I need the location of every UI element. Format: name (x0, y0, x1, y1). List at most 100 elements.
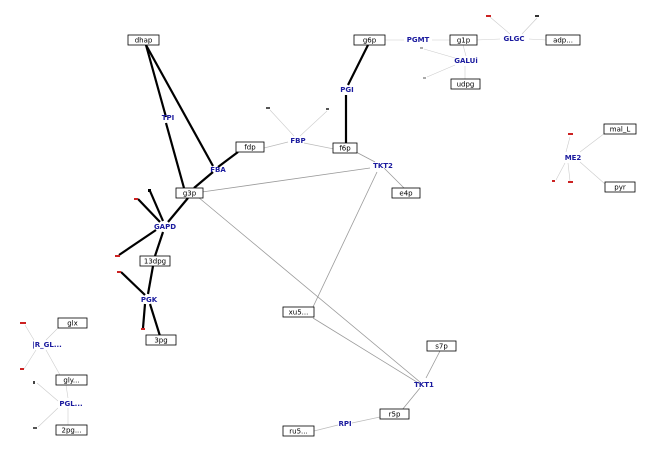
metabolite-udpg[interactable]: udpg (450, 78, 481, 90)
edge-gly-pgl[interactable] (65, 384, 69, 399)
edge-pgl-cof2[interactable] (37, 407, 59, 428)
metabolite-glx[interactable]: glx (57, 317, 88, 329)
reaction-rpi[interactable]: RPI (338, 420, 351, 428)
edge-tkt1-r5p[interactable] (401, 387, 421, 411)
edge-me2-cof3[interactable] (567, 162, 571, 182)
cofactor-marker (568, 133, 573, 135)
metabolite-ru5[interactable]: ru5... (282, 425, 315, 437)
edge-glgc-adp[interactable] (528, 38, 547, 41)
edge-g3p-tkt1[interactable] (197, 196, 421, 383)
reaction-fba[interactable]: FBA (210, 166, 226, 174)
edge-pgk-cof2[interactable] (141, 303, 147, 329)
edge-xu5-tkt2[interactable] (312, 171, 378, 308)
cofactor-marker (20, 368, 24, 370)
metabolite-label: s7p (435, 343, 448, 351)
edge-dhap-fba[interactable] (145, 44, 214, 167)
metabolite-gly[interactable]: gly... (55, 374, 88, 386)
cofactor-marker (20, 322, 26, 324)
metabolite-s7p[interactable]: s7p (426, 340, 457, 352)
metabolite-label: r5p (389, 411, 401, 419)
metabolite-g6p[interactable]: g6p (353, 34, 386, 46)
edge-irgl-cof[interactable] (24, 324, 35, 341)
edge-fba-fdp[interactable] (217, 151, 239, 168)
edge-gapd-cof3[interactable] (118, 229, 157, 256)
edge-glgc-g1p[interactable] (476, 38, 501, 41)
metabolite-label: adp... (553, 37, 573, 45)
edge-galu-cof1[interactable] (423, 48, 456, 59)
reaction-ir-gl[interactable]: |R_GL... (32, 341, 62, 350)
edge-f6p-tkt2[interactable] (355, 151, 376, 163)
edge-rpi-ru5[interactable] (313, 424, 339, 432)
reaction-gapd[interactable]: GAPD (154, 223, 176, 231)
reaction-glgc[interactable]: GLGC (503, 35, 524, 43)
metabolite-label: xu5... (289, 309, 309, 317)
metabolite-label: glx (67, 320, 78, 328)
edge-irgl-cof2[interactable] (23, 349, 37, 370)
edge-xu5-tkt1[interactable] (312, 317, 421, 385)
metabolite-label: ru5... (289, 428, 307, 436)
reaction-fbp[interactable]: FBP (290, 137, 305, 145)
edge-pgk-3pg[interactable] (148, 303, 162, 337)
metabolite-2pg[interactable]: 2pg... (55, 424, 88, 436)
metabolite-3pg[interactable]: 3pg (145, 334, 177, 346)
metabolite-r5p[interactable]: r5p (379, 408, 410, 420)
edge-g3p-gapd[interactable] (167, 197, 189, 223)
edge-galu-cof2[interactable] (426, 64, 456, 78)
edge-pgl-cof1[interactable] (36, 382, 59, 402)
metabolite-xu5[interactable]: xu5... (282, 306, 315, 318)
metabolite-13dpg[interactable]: 13dpg (139, 255, 171, 267)
edge-s7p-tkt1[interactable] (425, 350, 441, 379)
edge-fba-g3p[interactable] (193, 171, 214, 189)
reaction-me2[interactable]: ME2 (565, 154, 582, 162)
edge-13dpg-pgk[interactable] (146, 265, 155, 295)
metabolite-g1p[interactable]: g1p (449, 34, 478, 46)
reaction-tkt1[interactable]: TKT1 (414, 381, 434, 389)
reaction-edges (23, 16, 606, 432)
cofactor-marker (423, 77, 426, 79)
cofactor-marker (568, 181, 573, 183)
reaction-galu[interactable]: GALUi (454, 57, 477, 65)
cofactor-marker (148, 189, 151, 192)
edge-me2-mal[interactable] (579, 132, 606, 153)
metabolite-e4p[interactable]: e4p (391, 187, 421, 199)
edge-gapd-13dpg[interactable] (153, 231, 165, 257)
metabolite-label: g1p (457, 37, 471, 45)
metabolite-label: mal_L (610, 126, 631, 134)
edge-me2-pyr[interactable] (579, 161, 606, 185)
reaction-pgi[interactable]: PGI (340, 86, 353, 94)
edge-glgc-cof1[interactable] (489, 16, 511, 35)
metabolite-mal-l[interactable]: mal_L (603, 123, 637, 135)
edge-me2-cof2[interactable] (555, 162, 566, 181)
reaction-tpi[interactable]: TPI (162, 114, 175, 122)
edge-gapd-cof1[interactable] (137, 198, 161, 223)
edge-fdp-fbp[interactable] (263, 141, 289, 149)
reaction-tkt2[interactable]: TKT2 (373, 162, 393, 170)
edge-glgc-cof2[interactable] (521, 17, 538, 35)
metabolite-fdp[interactable]: fdp (235, 141, 265, 153)
edge-tkt2-e4p[interactable] (383, 167, 405, 189)
edge-g1p-galu[interactable] (462, 44, 467, 57)
edge-fbp-f6p[interactable] (303, 142, 335, 150)
edge-g6p-pgi[interactable] (347, 44, 369, 86)
edge-pgk-cof1[interactable] (120, 271, 146, 296)
edge-irgl-gly[interactable] (45, 349, 61, 376)
edge-g3p-tkt2[interactable] (201, 167, 371, 193)
metabolite-adp[interactable]: adp... (545, 34, 581, 46)
reaction-pgmt[interactable]: PGMT (407, 36, 430, 44)
edge-tpi-g3p[interactable] (164, 122, 186, 189)
edge-r5p-rpi[interactable] (351, 416, 381, 424)
edge-gapd-cof2[interactable] (148, 190, 165, 222)
edge-me2-cof1[interactable] (565, 136, 571, 153)
reaction-pgk[interactable]: PGK (141, 296, 158, 304)
edge-fbp-cof2[interactable] (299, 110, 328, 137)
metabolite-f6p[interactable]: f6p (332, 142, 358, 154)
reaction-pgl[interactable]: PGL... (59, 400, 82, 408)
metabolite-pyr[interactable]: pyr (604, 181, 636, 193)
metabolite-label: 2pg... (61, 427, 81, 435)
edge-fbp-cof1[interactable] (269, 109, 295, 137)
edge-dhap-tpi[interactable] (144, 44, 168, 118)
metabolite-dhap[interactable]: dhap (127, 34, 160, 46)
cofactor-marker (266, 107, 270, 109)
metabolite-g3p[interactable]: g3p (175, 187, 204, 199)
